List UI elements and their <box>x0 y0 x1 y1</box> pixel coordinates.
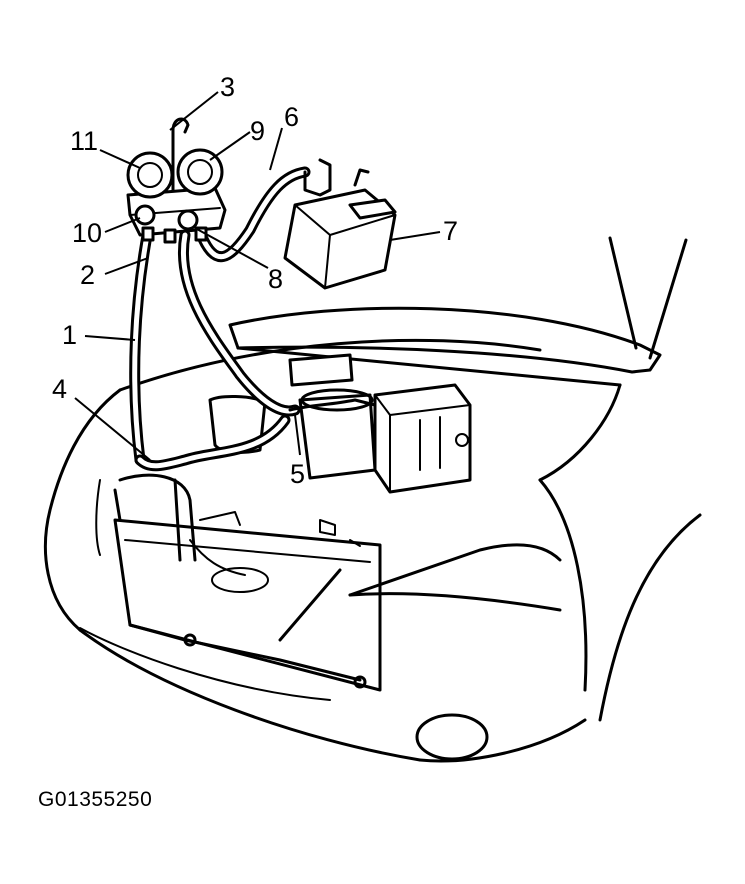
service-hoses <box>113 166 377 562</box>
callout-2: 2 <box>80 260 95 290</box>
callout-labels: 3 11 9 6 10 7 2 8 1 4 5 <box>52 72 458 489</box>
engine-compartment <box>189 353 472 593</box>
callout-11: 11 <box>70 126 98 156</box>
callout-9: 9 <box>250 116 265 146</box>
callout-3: 3 <box>220 72 235 102</box>
callout-4: 4 <box>52 374 67 404</box>
figure-id: G01355250 <box>38 788 153 811</box>
callout-5: 5 <box>290 459 305 489</box>
refrigerant-tank <box>283 158 397 290</box>
callout-leaders <box>74 91 441 461</box>
condenser-frame <box>113 518 382 692</box>
callout-8: 8 <box>268 264 283 294</box>
callout-10: 10 <box>72 218 102 248</box>
callout-7: 7 <box>443 216 458 246</box>
vehicle-body <box>44 236 702 763</box>
callout-1: 1 <box>62 320 77 350</box>
callout-6: 6 <box>284 102 299 132</box>
manifold-gauge-set <box>126 117 227 244</box>
